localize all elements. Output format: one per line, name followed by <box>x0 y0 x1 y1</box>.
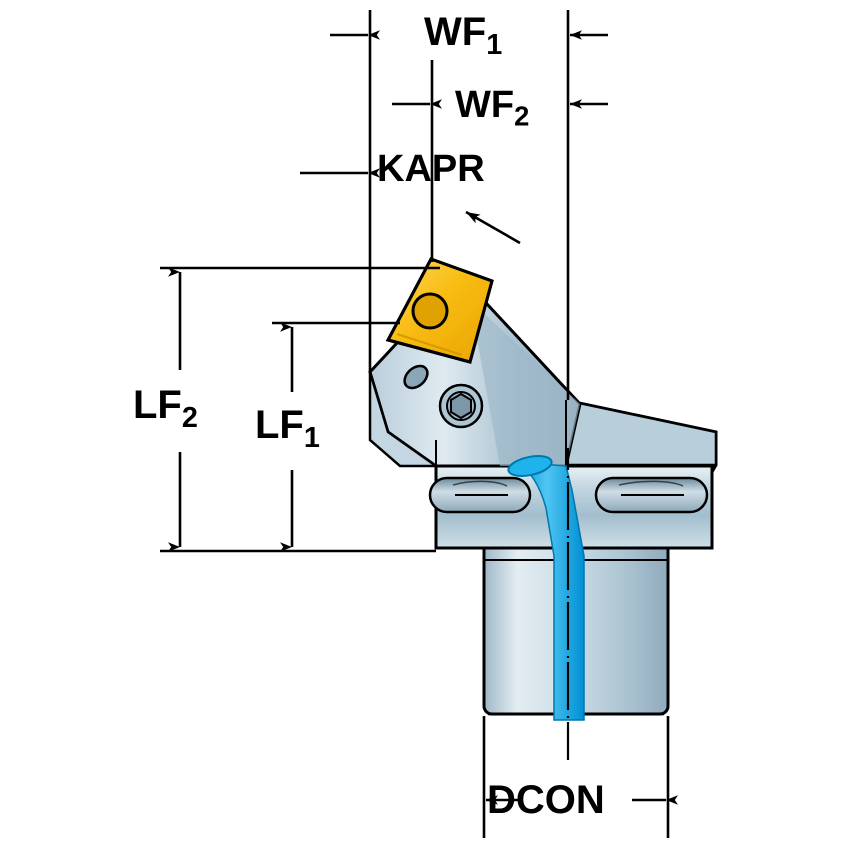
arm-shadow-face <box>470 300 580 466</box>
left-coolant-slot <box>428 476 532 514</box>
right-coolant-slot <box>594 476 709 514</box>
head-top-bevel <box>563 398 718 467</box>
insert-hole <box>411 292 449 330</box>
label-dcon: DCON <box>487 778 605 822</box>
cutting-insert <box>385 257 494 364</box>
label-lf1: LF1 <box>255 403 320 454</box>
kapr-angle-pointer <box>465 210 521 245</box>
arm-nose <box>368 371 440 468</box>
tool-body-group <box>368 257 718 760</box>
label-wf1: WF1 <box>424 10 503 61</box>
coolant-outlet <box>507 455 553 477</box>
dimension-lines <box>160 10 678 838</box>
clamp-screw <box>438 383 484 429</box>
label-wf2: WF2 <box>455 84 530 132</box>
chip-hole <box>403 364 429 390</box>
label-lf2: LF2 <box>133 383 198 434</box>
label-kapr: KAPR <box>377 148 485 190</box>
